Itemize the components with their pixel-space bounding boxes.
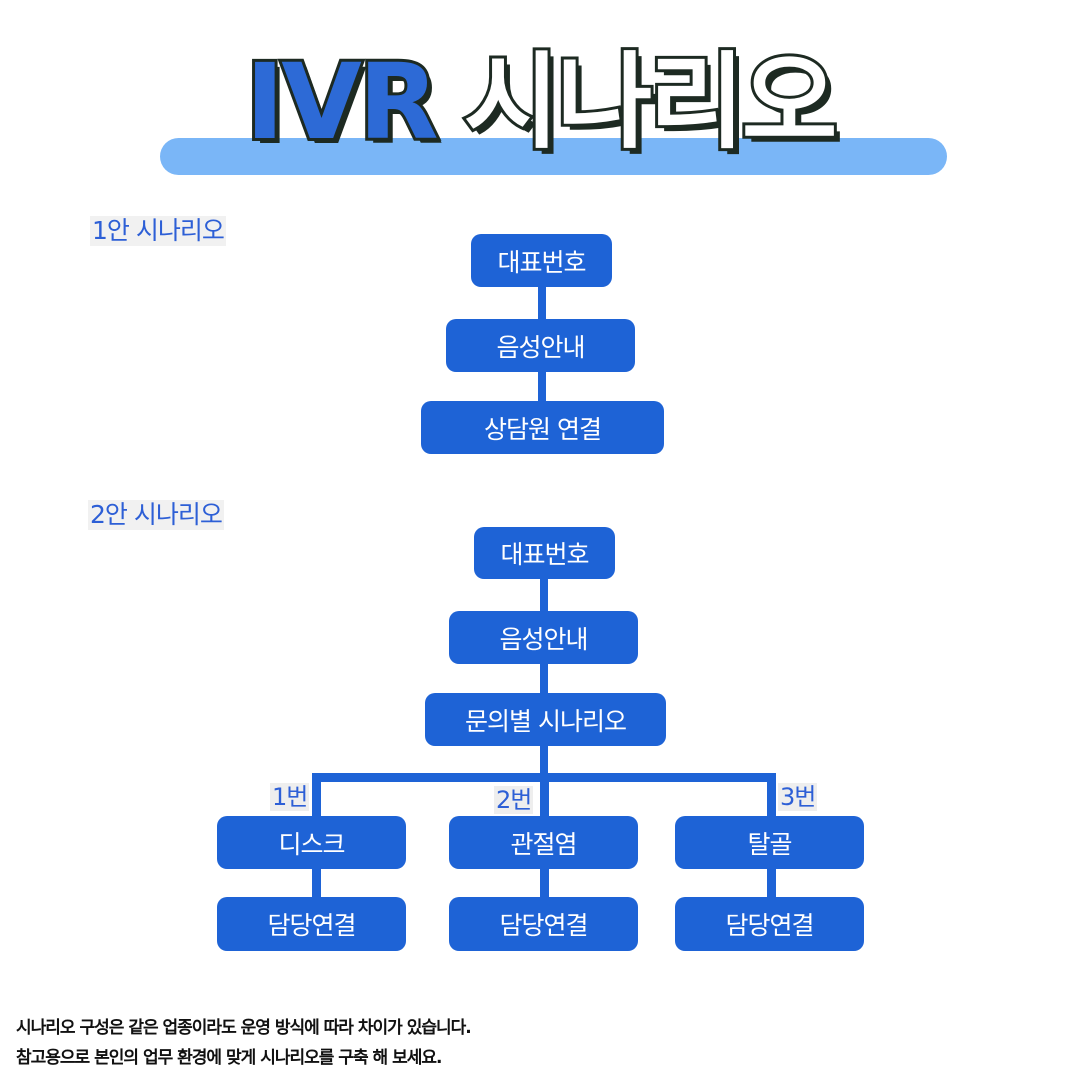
- footer-note-line2: 참고용으로 본인의 업무 환경에 맞게 시나리오를 구축 해 보세요.: [16, 1048, 442, 1068]
- title-underline-bar: [160, 138, 947, 175]
- branch1-label: 1번: [270, 783, 310, 811]
- branch2-label: 2번: [494, 786, 534, 814]
- scenario2-label: 2안 시나리오: [88, 500, 224, 530]
- branch3-connector: [767, 866, 776, 902]
- footer-note-line1: 시나리오 구성은 같은 업종이라도 운영 방식에 따라 차이가 있습니다.: [16, 1018, 472, 1038]
- branch2-drop: [540, 773, 549, 818]
- scenario1-step-voice-guide: 음성안내: [446, 319, 635, 372]
- scenario2-step-inquiry-scenario: 문의별 시나리오: [425, 693, 666, 746]
- title-scenario: 시나리오: [461, 39, 841, 165]
- branch3-action: 담당연결: [675, 897, 864, 951]
- branch1-action: 담당연결: [217, 897, 406, 951]
- branch2-connector: [540, 866, 549, 902]
- scenario1-label: 1안 시나리오: [90, 216, 226, 246]
- branch2-action: 담당연결: [449, 897, 638, 951]
- branch1-menu: 디스크: [217, 816, 406, 869]
- footer-note: 시나리오 구성은 같은 업종이라도 운영 방식에 따라 차이가 있습니다. 참고…: [16, 1013, 472, 1073]
- branch3-drop: [767, 773, 776, 818]
- branch3-label: 3번: [778, 783, 818, 811]
- title-ivr: IVR: [242, 39, 441, 165]
- scenario1-step-main-number: 대표번호: [471, 234, 612, 287]
- scenario2-step-main-number: 대표번호: [474, 527, 615, 579]
- branch1-drop: [312, 773, 321, 818]
- branch3-menu: 탈골: [675, 816, 864, 869]
- branch2-menu: 관절염: [449, 816, 638, 869]
- branch1-connector: [312, 866, 321, 902]
- scenario2-step-voice-guide: 음성안내: [449, 611, 638, 664]
- scenario1-step-agent-connect: 상담원 연결: [421, 401, 664, 454]
- scenario2-main-connector: [540, 575, 548, 785]
